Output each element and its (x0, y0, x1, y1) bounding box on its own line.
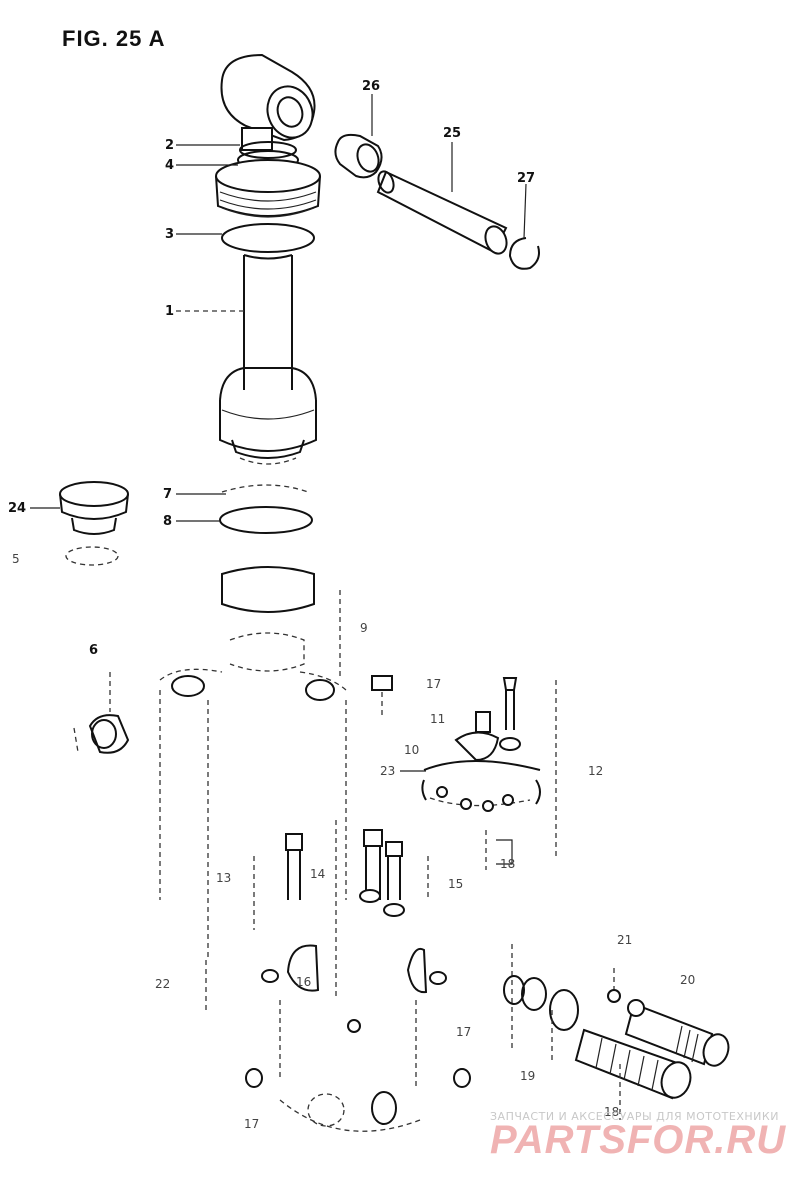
callout-17-bottom: 17 (244, 1117, 260, 1131)
callout-11: 11 (430, 712, 446, 726)
part-lower-body (205, 944, 471, 1132)
callout-16: 16 (296, 975, 312, 989)
callout-13: 13 (216, 871, 232, 885)
callout-5: 5 (12, 552, 20, 566)
callout-26: 26 (362, 79, 381, 94)
part-head-nut (215, 159, 321, 218)
callout-7: 7 (163, 487, 173, 502)
callout-22: 22 (155, 977, 171, 991)
watermark-brand: PARTSFOR.RU (490, 1118, 787, 1162)
callout-6: 6 (89, 643, 99, 658)
callout-27: 27 (517, 171, 536, 186)
part-o-ring-3 (221, 223, 315, 253)
part-pin-bushing-clip (334, 133, 540, 270)
callout-18-lower: 18 (604, 1105, 620, 1119)
part-bolts-13-15 (253, 820, 429, 1000)
callout-25: 25 (443, 126, 462, 141)
callout-12: 12 (588, 764, 604, 778)
callout-17-mid: 17 (456, 1025, 472, 1039)
part-cap-cylinder (220, 53, 316, 151)
part-seal-rings (219, 484, 313, 534)
part-valve-body (221, 566, 315, 672)
part-plunger-group (503, 944, 730, 1120)
callout-18-upper: 18 (500, 857, 516, 871)
callout-8: 8 (163, 514, 173, 529)
part-filler-plug (59, 481, 129, 566)
callout-3: 3 (165, 227, 175, 242)
callout-21: 21 (617, 933, 633, 947)
callout-10: 10 (404, 743, 420, 757)
callout-15: 15 (448, 877, 464, 891)
callout-23: 23 (380, 764, 396, 778)
callout-4: 4 (165, 158, 175, 173)
watermark-tagline: ЗАПЧАСТИ И АКСЕССУАРЫ ДЛЯ МОТОТЕХНИКИ (490, 1110, 779, 1123)
callout-20: 20 (680, 973, 696, 987)
callout-2: 2 (165, 138, 175, 153)
callout-1: 1 (165, 304, 175, 319)
callout-14: 14 (310, 867, 326, 881)
leader-lines (30, 94, 527, 772)
part-side-valve (73, 672, 130, 754)
callout-24: 24 (8, 501, 27, 516)
callout-17-top: 17 (426, 677, 442, 691)
callout-9: 9 (360, 621, 368, 635)
part-piston-shaft (243, 254, 293, 390)
part-main-housing (159, 590, 347, 960)
part-piston (219, 367, 317, 465)
part-relief-valve-group (371, 675, 557, 870)
callout-19: 19 (520, 1069, 536, 1083)
figure-title: FIG. 25 A (62, 26, 166, 51)
